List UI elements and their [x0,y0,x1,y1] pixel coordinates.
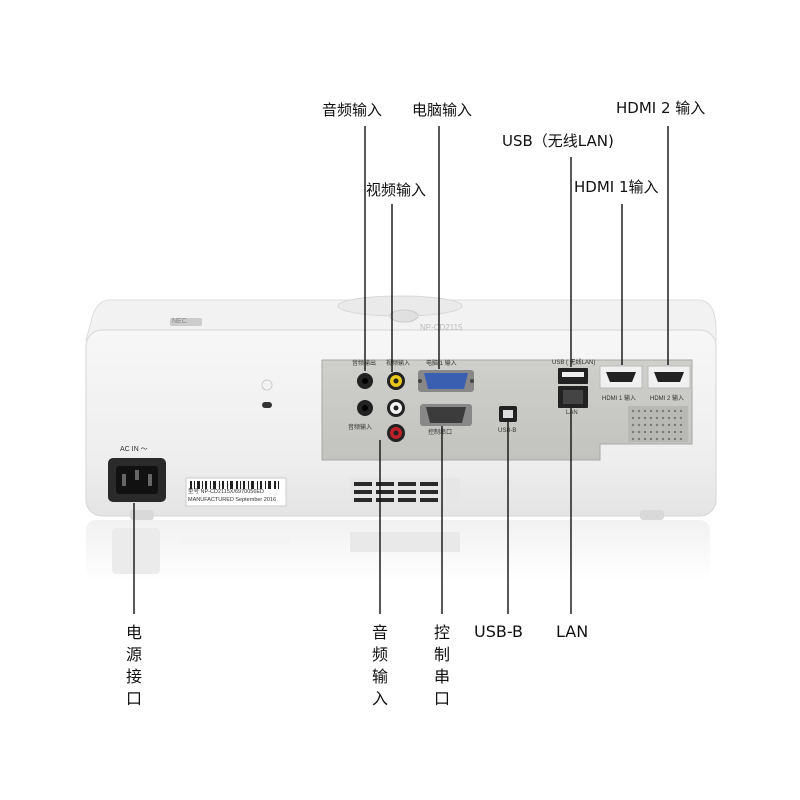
callout-usb-wireless: USB（无线LAN) [502,132,614,150]
lan-port [558,386,588,408]
hdmi1-port [599,365,643,389]
hdmi2-port [647,365,691,389]
vga-port [418,370,474,392]
panel-label-hdmi1: HDMI 1 输入 [602,396,637,402]
callout-power: 电源接口 [125,623,142,708]
callout-lan: LAN [556,622,589,641]
audio-rca-jacks [387,399,405,442]
panel-label-usb-wlan: USB ( 无线LAN) [552,360,596,366]
label-plate-line1: 型号 NP-CD2115X/6970056ED [188,489,265,495]
panel-label-hdmi2: HDMI 2 输入 [650,396,685,402]
usb-a-port [558,368,588,384]
panel-label-usb-b: USB-B [498,428,517,434]
callout-audio-in-top: 音频输入 [322,101,383,119]
video-rca-jack [387,372,405,390]
callout-hdmi2-in: HDMI 2 输入 [616,99,706,117]
svg-text:NP-CD2115: NP-CD2115 [420,323,463,332]
usb-b-port [499,406,517,422]
callout-usb-b: USB-B [474,622,524,641]
ac-power-inlet [108,458,166,502]
panel-label-audio-out: 音频输出 [352,361,377,367]
panel-label-lan: LAN [566,410,578,416]
callout-pc-in: 电脑输入 [412,101,473,119]
panel-label-control: 控制串口 [428,430,453,436]
panel-label-video-in: 视频输入 [386,361,411,367]
panel-label-pc-in: 电脑 1 输入 [426,361,457,367]
callout-hdmi1-in: HDMI 1输入 [574,178,659,196]
speaker-grille [631,409,683,441]
callout-video-in: 视频输入 [366,181,427,199]
floor-reflection [86,520,710,580]
label-plate-line2: MANUFACTURED September 2016 [188,497,277,503]
audio-out-jack [357,373,373,389]
callout-audio-in-bottom: 音频输入 [371,623,388,708]
brand-logo: NEC [172,318,187,325]
callout-lines [133,126,669,614]
callout-control-serial: 控制串口 [433,623,450,708]
audio-in-mini-jack [357,400,373,416]
ac-in-label: AC IN ～ [120,446,148,453]
vent-grille [350,478,460,504]
serial-port [420,404,472,426]
panel-label-audio-in: 音频输入 [348,425,373,431]
